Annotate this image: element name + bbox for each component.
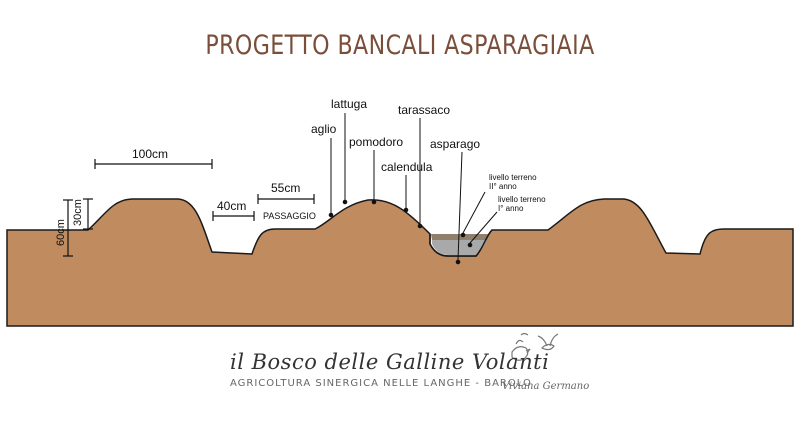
label-aglio: aglio — [311, 122, 337, 136]
label-30cm: 30cm — [72, 199, 84, 226]
label-55cm: 55cm — [271, 181, 301, 195]
logo-name: il Bosco delle Galline Volanti — [230, 350, 550, 374]
label-level-year1: livello terreno I° anno — [498, 195, 546, 213]
label-100cm: 100cm — [132, 147, 169, 161]
label-tarassaco: tarassaco — [398, 103, 451, 117]
soil-level-year2 — [431, 234, 490, 240]
label-40cm: 40cm — [217, 199, 247, 213]
dimension-40cm — [212, 211, 255, 221]
label-asparago: asparago — [430, 137, 481, 151]
label-passaggio: PASSAGGIO — [263, 211, 316, 221]
label-level-year2-line2: II° anno — [489, 182, 517, 191]
soil-level-year1 — [432, 240, 487, 255]
dimension-30cm — [83, 198, 93, 230]
label-pomodoro: pomodoro — [349, 135, 404, 149]
trench-outline — [429, 229, 493, 257]
logo-subtitle: AGRICOLTURA SINERGICA NELLE LANGHE - BAR… — [230, 378, 532, 389]
diagram-title: PROGETTO BANCALI ASPARAGIAIA — [205, 30, 595, 61]
label-level-year2: livello terreno II° anno — [489, 173, 537, 191]
label-level-year1-line2: I° anno — [498, 204, 524, 213]
dimension-60cm — [63, 199, 73, 257]
label-lattuga: lattuga — [331, 97, 368, 111]
logo-signature: Viviana Germano — [502, 381, 590, 392]
soil-ground — [6, 198, 794, 327]
dimension-100cm — [94, 159, 213, 169]
label-60cm: 60cm — [55, 219, 67, 246]
label-calendula: calendula — [381, 160, 433, 174]
dimension-55cm — [257, 194, 315, 204]
label-level-year2-line1: livello terreno — [489, 173, 537, 182]
flying-hens-icon — [511, 332, 559, 361]
label-level-year1-line1: livello terreno — [498, 195, 546, 204]
plant-markers — [328, 113, 498, 265]
